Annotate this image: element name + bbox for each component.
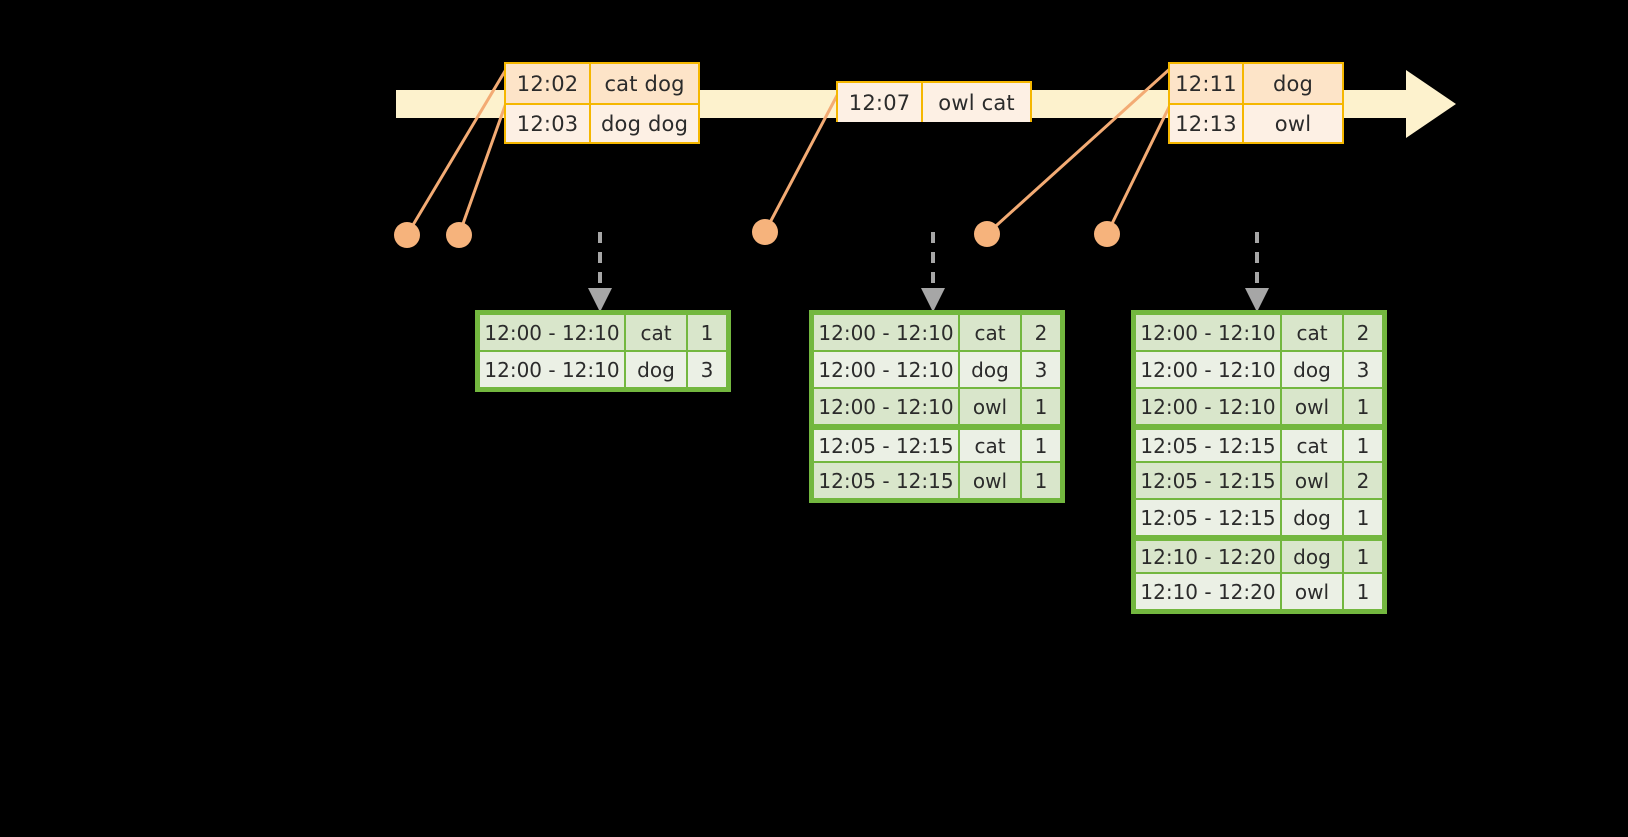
event-dot-1211 xyxy=(974,221,1000,247)
cell-word: dog xyxy=(1282,352,1342,387)
cell-word: owl xyxy=(1282,463,1342,498)
cell-window: 12:00 - 12:10 xyxy=(1136,352,1280,387)
cell-window: 12:05 - 12:15 xyxy=(1136,463,1280,498)
cell-window: 12:00 - 12:10 xyxy=(814,389,958,424)
connector-line-1203 xyxy=(457,102,508,236)
cell-word: cat xyxy=(626,315,686,350)
cell-count: 3 xyxy=(688,352,726,387)
cell-window: 12:00 - 12:10 xyxy=(480,315,624,350)
cell-word: cat xyxy=(960,430,1020,461)
emit-arrow-head-2 xyxy=(921,288,945,312)
timeline-arrow-icon xyxy=(1406,70,1456,138)
cell-word: cat xyxy=(1282,315,1342,350)
cell-word: dog xyxy=(1282,541,1342,572)
timeline-event-row[interactable]: 12:13 owl xyxy=(1170,103,1342,142)
cell-window: 12:05 - 12:15 xyxy=(1136,500,1280,535)
cell-word: owl xyxy=(960,463,1020,498)
timeline-event-row[interactable]: 12:07 owl cat xyxy=(838,83,1030,122)
cell-count: 1 xyxy=(1022,389,1060,424)
timeline-event-group-0[interactable]: 12:02 cat dog 12:03 dog dog xyxy=(504,62,700,144)
event-time: 12:03 xyxy=(506,105,592,142)
cell-count: 1 xyxy=(1344,430,1382,461)
cell-window: 12:05 - 12:15 xyxy=(814,430,958,461)
timeline-event-row[interactable]: 12:03 dog dog xyxy=(506,103,698,142)
cell-count: 3 xyxy=(1344,352,1382,387)
cell-window: 12:00 - 12:10 xyxy=(1136,389,1280,424)
cell-count: 1 xyxy=(1344,541,1382,572)
emit-arrow-head-1 xyxy=(588,288,612,312)
cell-count: 1 xyxy=(1344,574,1382,609)
cell-count: 1 xyxy=(1344,500,1382,535)
event-dot-1202 xyxy=(394,222,420,248)
cell-count: 2 xyxy=(1344,315,1382,350)
event-dot-1203 xyxy=(446,222,472,248)
event-time: 12:07 xyxy=(838,83,924,122)
cell-window: 12:00 - 12:10 xyxy=(1136,315,1280,350)
event-words: owl cat xyxy=(938,90,1015,115)
cell-window: 12:10 - 12:20 xyxy=(1136,541,1280,572)
connector-line-1213 xyxy=(1105,102,1173,235)
cell-window: 12:00 - 12:10 xyxy=(814,352,958,387)
cell-count: 2 xyxy=(1022,315,1060,350)
emit-arrow-head-3 xyxy=(1245,288,1269,312)
cell-count: 2 xyxy=(1344,463,1382,498)
event-words: owl xyxy=(1274,111,1312,136)
cell-count: 1 xyxy=(1344,389,1382,424)
event-dot-1207 xyxy=(752,219,778,245)
cell-word: cat xyxy=(960,315,1020,350)
cell-word: owl xyxy=(1282,389,1342,424)
cell-count: 1 xyxy=(1022,463,1060,498)
event-time: 12:11 xyxy=(1170,64,1244,103)
cell-window: 12:00 - 12:10 xyxy=(480,352,624,387)
cell-window: 12:00 - 12:10 xyxy=(814,315,958,350)
cell-window: 12:05 - 12:15 xyxy=(1136,430,1280,461)
cell-word: dog xyxy=(960,352,1020,387)
timeline-event-group-2[interactable]: 12:11 dog 12:13 owl xyxy=(1168,62,1344,144)
timeline-event-group-1[interactable]: 12:07 owl cat xyxy=(836,81,1032,122)
cell-count: 1 xyxy=(688,315,726,350)
cell-window: 12:05 - 12:15 xyxy=(814,463,958,498)
event-words: dog dog xyxy=(601,111,689,136)
cell-count: 1 xyxy=(1022,430,1060,461)
event-words: dog xyxy=(1272,71,1314,96)
cell-count: 3 xyxy=(1022,352,1060,387)
event-time: 12:13 xyxy=(1170,105,1244,142)
cell-word: dog xyxy=(1282,500,1342,535)
cell-window: 12:10 - 12:20 xyxy=(1136,574,1280,609)
cell-word: dog xyxy=(626,352,686,387)
cell-word: owl xyxy=(1282,574,1342,609)
cell-word: owl xyxy=(960,389,1020,424)
event-dot-1213 xyxy=(1094,221,1120,247)
timeline-event-row[interactable]: 12:02 cat dog xyxy=(506,64,698,103)
event-words: cat dog xyxy=(604,71,685,96)
event-time: 12:02 xyxy=(506,64,592,103)
timeline-event-row[interactable]: 12:11 dog xyxy=(1170,64,1342,103)
cell-word: cat xyxy=(1282,430,1342,461)
